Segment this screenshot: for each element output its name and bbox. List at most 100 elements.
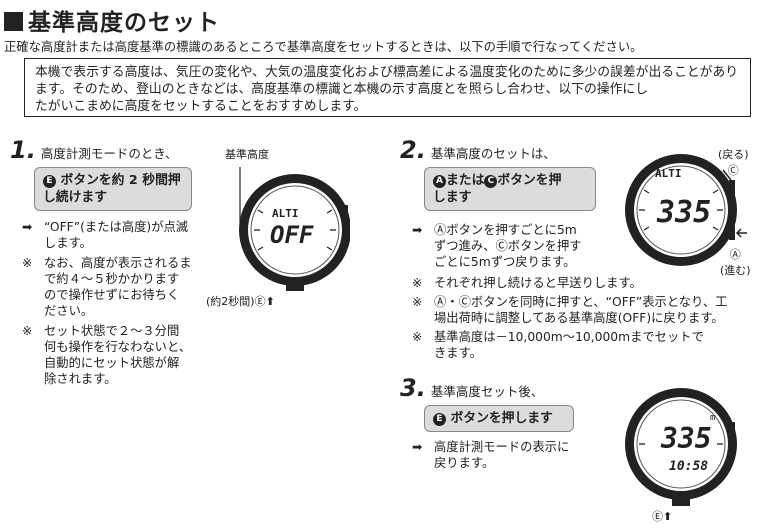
- page-title-text: 基準高度のセット: [28, 10, 220, 36]
- watch1-side-button: [342, 205, 348, 219]
- watch-illustration-step1: ALTI OFF: [239, 167, 350, 291]
- step2-note1-line1: それぞれ押し続けると早送りします。: [434, 276, 642, 290]
- list-item: ※ なお、高度が表示されるまで約４～５秒かかりますので操作せずにお待ちください。: [22, 255, 212, 319]
- watch-illustration-step3: m 335 10:58: [625, 388, 737, 506]
- step1-number: 1.: [10, 136, 36, 164]
- watch1-mode-text: ALTI: [272, 207, 299, 220]
- watch1-main-display: OFF: [270, 221, 314, 249]
- step1-title: 高度計測モードのとき、: [40, 146, 178, 161]
- step2-bullet-main: ➡ Ⓐボタンを押すごとに5m ずつ進み、Ⓒボタンを押すごとに5mずつ戻ります。: [412, 222, 608, 270]
- list-item: ➡ Ⓐボタンを押すごとに5m ずつ進み、Ⓒボタンを押すごとに5mずつ戻ります。: [412, 222, 608, 270]
- button-a-icon: A: [433, 175, 446, 188]
- note-mark-icon: ※: [412, 295, 423, 309]
- button-e-icon: E: [43, 175, 56, 188]
- step2-button-line-2: します: [433, 190, 472, 205]
- arrow-icon: ➡: [22, 220, 33, 234]
- button-a-label: Ⓐ: [729, 248, 741, 261]
- list-item: ※ 基準高度は－10,000m～10,000mまでセットできます。: [412, 329, 767, 361]
- step3-number: 3.: [400, 374, 426, 402]
- intro-text: 正確な高度計または高度基準の標識のあるところで基準高度をセットするときは、以下の…: [4, 40, 643, 54]
- watch1-e-button: [286, 283, 304, 291]
- step1-bullet1-line1: “OFF”(または高度)が点滅: [44, 220, 189, 234]
- watch-illustration-step2: ALTI 335: [625, 154, 747, 266]
- label-forward: Ⓐ (進む): [720, 246, 751, 278]
- step3-bullet-line2: 戻ります。: [434, 456, 495, 470]
- step2-button-mid: または: [446, 173, 485, 188]
- list-item: ※ それぞれ押し続けると早送りします。: [412, 275, 767, 291]
- step3-button-instruction: E ボタンを押します: [424, 405, 574, 432]
- step2-note3-line2: きます。: [434, 346, 482, 360]
- label-press-text: (約2秒間): [206, 295, 255, 308]
- watch3-unit: m: [710, 413, 715, 423]
- step2-note2-line1: Ⓐ・Ⓒボタンを同時に押すと、“OFF”表示となり、工: [434, 295, 728, 309]
- label-e-button: Ⓔ⬆: [652, 508, 672, 524]
- step2-button-tail: ボタンを押: [497, 173, 562, 188]
- note-mark-icon: ※: [412, 330, 423, 344]
- button-e-label: Ⓔ: [652, 510, 663, 523]
- step1-bullets: ➡ “OFF”(または高度)が点滅します。 ※ なお、高度が表示されるまで約４～５秒…: [22, 219, 212, 387]
- step1-bullet3-line2: 何も操作を行なわないと、: [44, 340, 192, 354]
- watch3-side-button: [729, 422, 735, 436]
- step1-bullet3-line4: 除されます。: [44, 372, 117, 386]
- caution-note-box: 本機で表示する高度は、気圧の変化や、大気の温度変化および標高差による温度変化のた…: [24, 58, 751, 117]
- step1-bullet3-line3: 自動的にセット状態が解: [44, 356, 180, 370]
- up-arrow-icon: ⬆: [663, 510, 673, 523]
- step3-bullets: ➡ 高度計測モードの表示に戻ります。: [412, 439, 608, 471]
- button-e-icon: E: [433, 413, 446, 426]
- step1-bullet1-line2: します。: [44, 236, 92, 250]
- step2-note3-line1: 基準高度は－10,000m～10,000mまでセットで: [434, 330, 704, 344]
- label-reference-altitude: 基準高度: [225, 148, 269, 161]
- step2-note2-line2: 場出荷時に調整してある基準高度(OFF)に戻ります。: [434, 311, 724, 325]
- note-mark-icon: ※: [22, 324, 33, 338]
- step2-header: 2. 基準高度のセットは、: [400, 136, 556, 164]
- step3-bullet-line1: 高度計測モードの表示に: [434, 440, 570, 454]
- step1-bullet2-line2: で約４～５秒かかります: [44, 272, 180, 286]
- watch2-main-display: 335: [656, 195, 711, 230]
- watch2-mode-text: ALTI: [655, 167, 682, 180]
- label-back-text: (戻る): [718, 148, 749, 161]
- watch3-main-display: 335: [660, 422, 712, 455]
- step2-notes: ※ それぞれ押し続けると早送りします。 ※ Ⓐ・Ⓒボタンを同時に押すと、“OFF”表…: [412, 275, 767, 361]
- watch2-c-button: [729, 180, 735, 194]
- watch3-time-display: 10:58: [669, 459, 708, 474]
- arrow-icon: ➡: [412, 223, 423, 237]
- caution-note-line-2: たがいこまめに高度をセットすることをおすすめします。: [35, 99, 367, 114]
- step3-title: 基準高度セット後、: [430, 384, 544, 399]
- button-e-label: Ⓔ: [254, 295, 266, 308]
- step1-header: 1. 高度計測モードのとき、: [10, 136, 178, 164]
- forward-arrow-icon: [735, 228, 747, 238]
- arrow-icon: ➡: [412, 440, 423, 454]
- step1-button-line-2: し続けます: [43, 190, 107, 205]
- step1-bullet2-line4: ださい。: [44, 304, 94, 318]
- step1-bullet3-line1: セット状態で２～３分間: [44, 324, 180, 338]
- list-item: ➡ “OFF”(または高度)が点滅します。: [22, 219, 212, 251]
- step3-header: 3. 基準高度セット後、: [400, 374, 543, 402]
- list-item: ➡ 高度計測モードの表示に戻ります。: [412, 439, 608, 471]
- step1-bullet2-line1: なお、高度が表示されるま: [44, 256, 192, 270]
- step3-button-text: ボタンを押します: [450, 411, 553, 426]
- label-back: (戻る) Ⓒ: [718, 146, 749, 178]
- step2-bullet-line3: ごとに5mずつ戻ります。: [434, 255, 576, 269]
- step1-button-line-1: ボタンを約 2 秒間押: [60, 173, 181, 188]
- list-item: ※ セット状態で２～３分間何も操作を行なわないと、自動的にセット状態が解除されます…: [22, 323, 212, 387]
- label-forward-text: (進む): [720, 264, 751, 277]
- note-mark-icon: ※: [22, 256, 33, 270]
- watch2-a-button: [729, 226, 735, 240]
- button-c-icon: C: [484, 175, 498, 188]
- step1-bullet2-line3: ので操作せずにお待ちく: [44, 288, 180, 302]
- square-bullet-icon: [4, 12, 23, 31]
- page-title: 基準高度のセット: [4, 3, 220, 37]
- list-item: ※ Ⓐ・Ⓒボタンを同時に押すと、“OFF”表示となり、工場出荷時に調整してある基準…: [412, 294, 767, 326]
- watch3-e-button: [672, 498, 690, 506]
- up-arrow-icon: ⬆: [265, 295, 275, 308]
- button-c-label: Ⓒ: [727, 164, 739, 177]
- step1-button-instruction: E ボタンを約 2 秒間押 し続けます: [34, 167, 192, 211]
- step2-bullet-line2: ずつ進み、Ⓒボタンを押す: [434, 239, 582, 253]
- step2-bullet-line1: Ⓐボタンを押すごとに5m: [434, 223, 577, 237]
- note-mark-icon: ※: [412, 276, 423, 290]
- caution-note-line-1: 本機で表示する高度は、気圧の変化や、大気の温度変化および標高差による温度変化のた…: [35, 65, 739, 97]
- label-press-duration: (約2秒間)Ⓔ⬆: [206, 293, 275, 309]
- step2-title: 基準高度のセットは、: [430, 146, 556, 161]
- step2-number: 2.: [400, 136, 426, 164]
